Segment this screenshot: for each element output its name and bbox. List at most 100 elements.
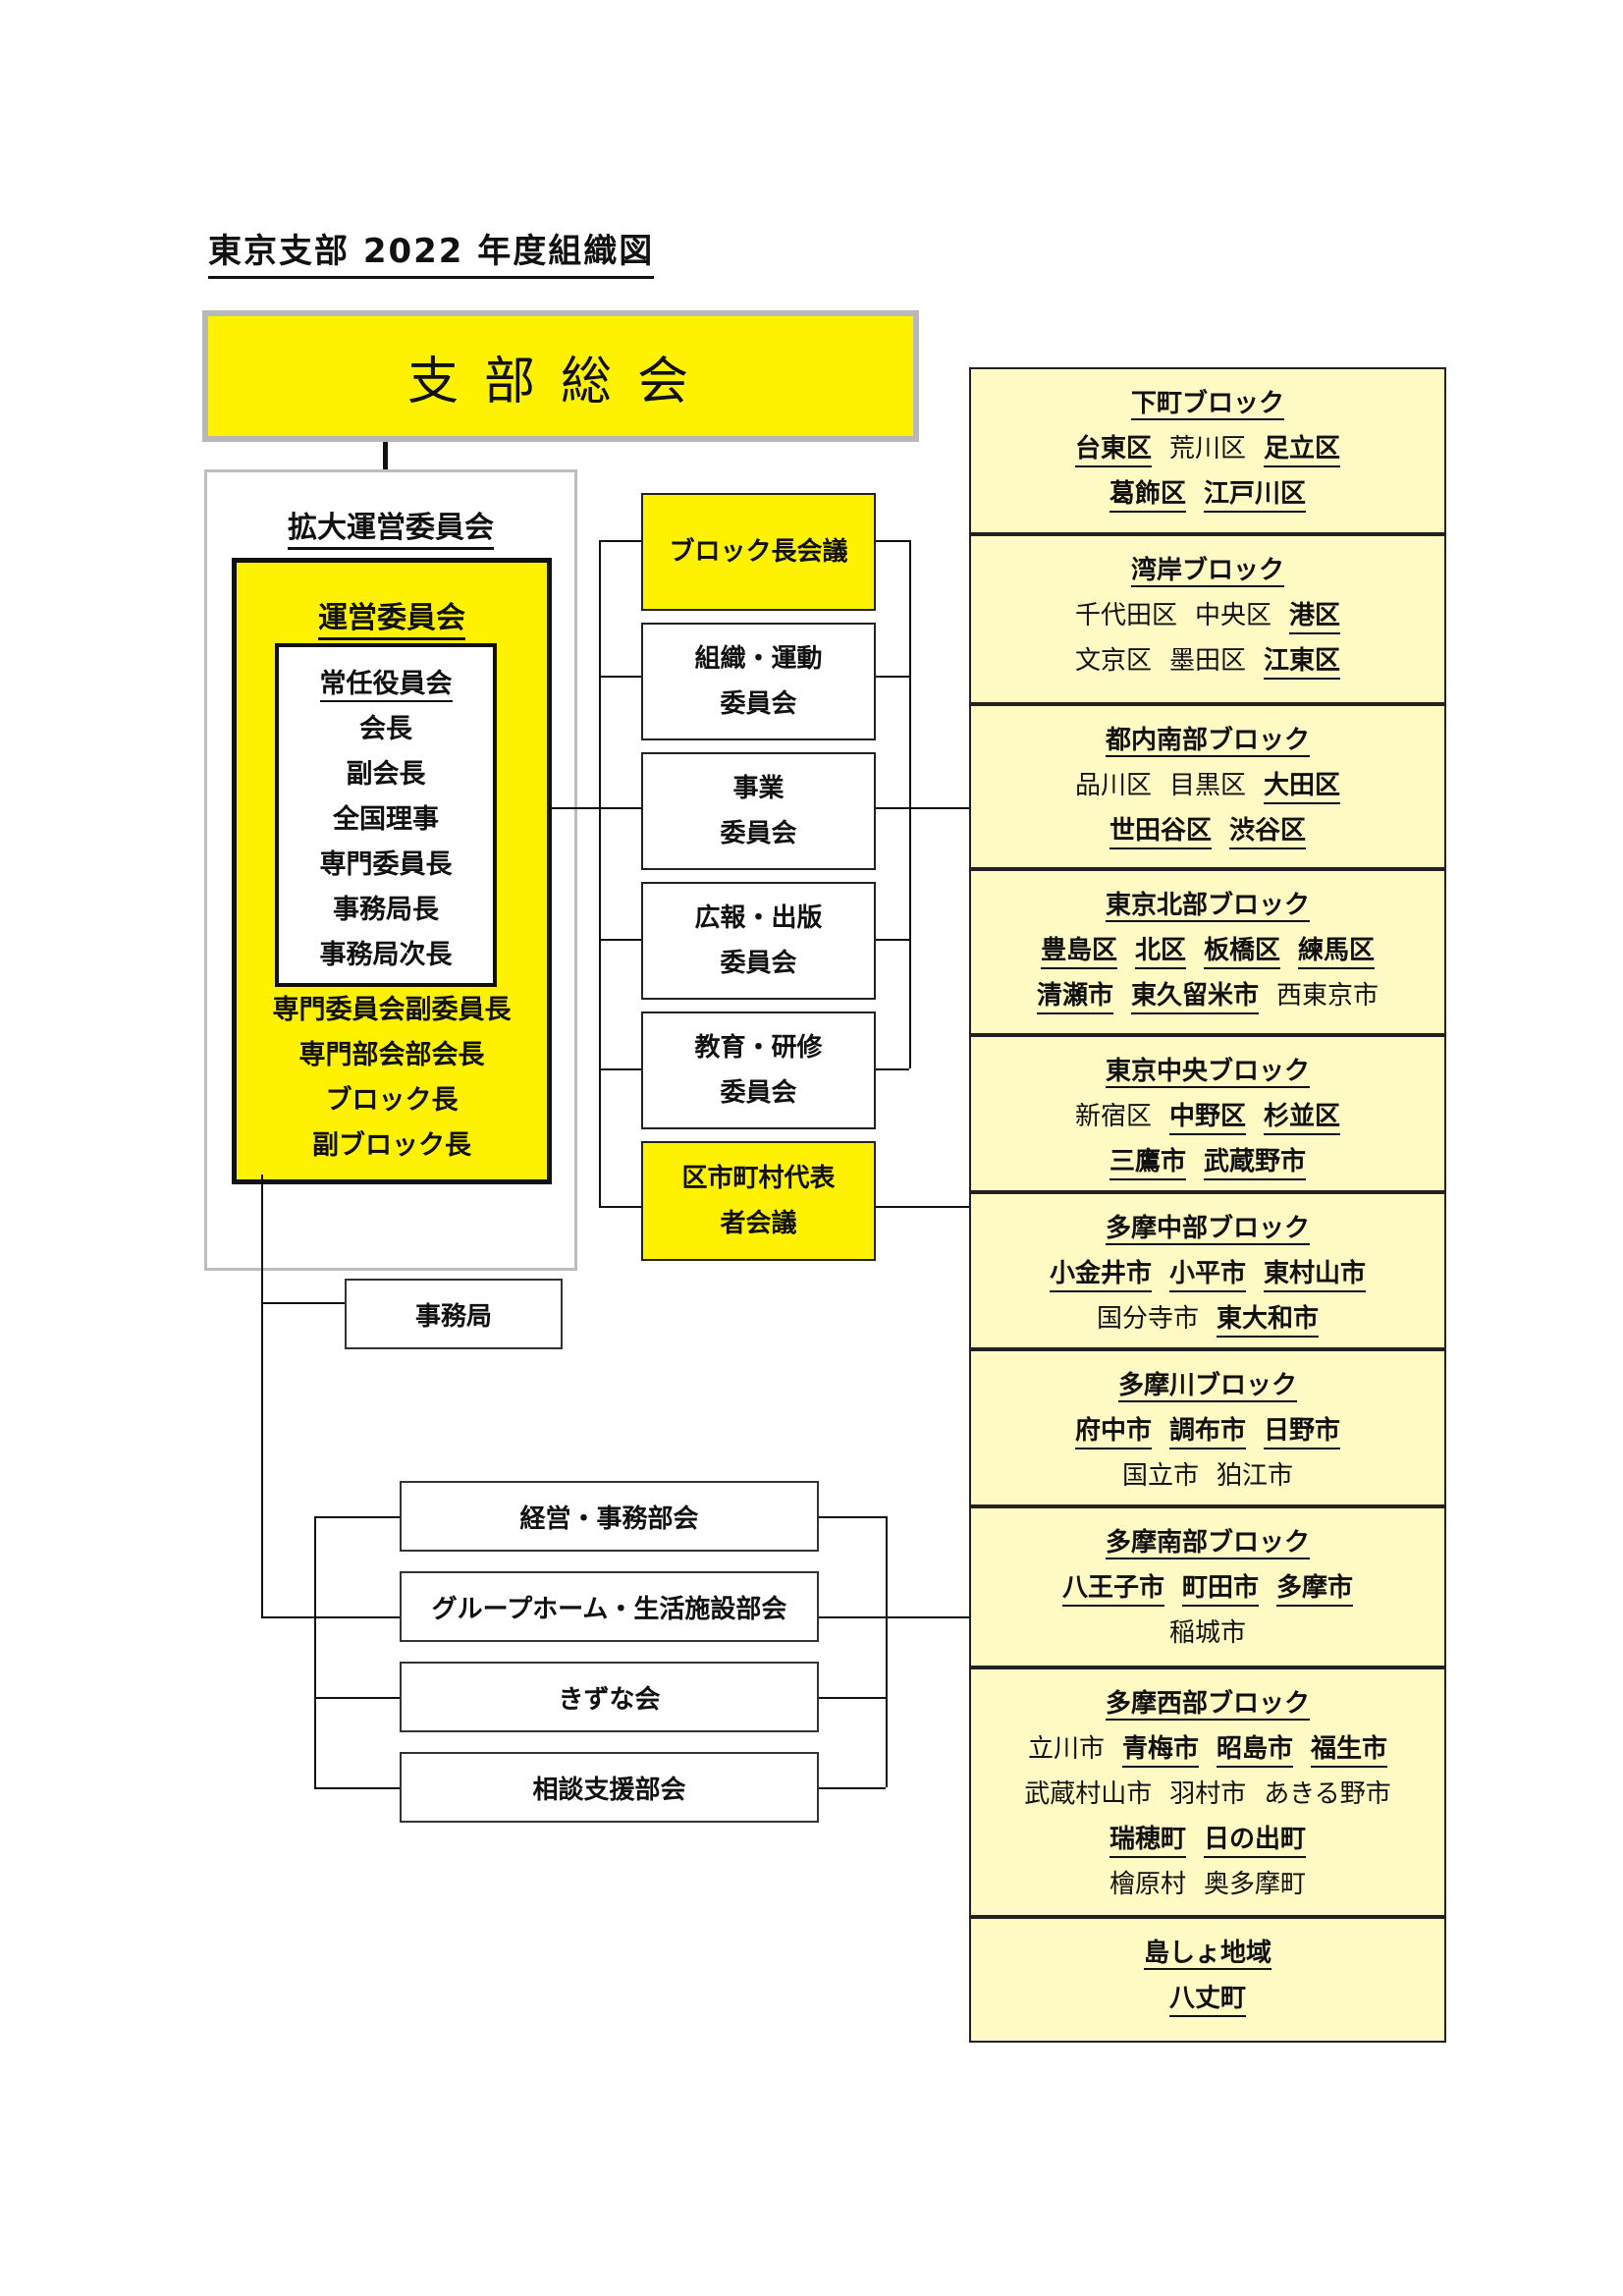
executive-member: 事務局長: [333, 895, 439, 925]
block-title: 下町ブロック: [1130, 389, 1284, 420]
municipality: 八王子市: [1061, 1571, 1164, 1607]
municipality: 多摩市: [1276, 1571, 1354, 1607]
municipality: 文京区: [1074, 646, 1152, 676]
connector-line: [261, 1302, 345, 1304]
municipality: 羽村市: [1169, 1779, 1247, 1809]
block-title: 湾岸ブロック: [1130, 556, 1284, 587]
connector-line: [552, 807, 599, 809]
committee-label: 委員会: [720, 949, 797, 978]
block-box: 島しょ地域八丈町: [969, 1917, 1446, 2043]
municipality: 三鷹市: [1109, 1145, 1186, 1180]
block-title: 東京中央ブロック: [1105, 1057, 1310, 1088]
role-item: 専門部会部会長: [298, 1040, 485, 1070]
municipality: 国分寺市: [1096, 1304, 1199, 1334]
block-box: 東京中央ブロック新宿区中野区杉並区三鷹市武蔵野市: [969, 1035, 1446, 1192]
municipality: あきる野市: [1264, 1779, 1391, 1809]
executive-member: 専門委員長: [319, 849, 453, 880]
connector-line: [599, 676, 641, 678]
municipality: 檜原村: [1109, 1870, 1186, 1899]
municipality: 東村山市: [1264, 1257, 1367, 1292]
block-member-row: 台東区荒川区足立区: [971, 426, 1444, 471]
department-box: 経営・事務部会: [400, 1481, 819, 1552]
block-box: 多摩川ブロック府中市調布市日野市国立市狛江市: [969, 1349, 1446, 1506]
committee-box: 教育・研修 委員会: [641, 1011, 876, 1129]
municipality: 練馬区: [1298, 934, 1376, 969]
connector-line: [876, 1206, 969, 1208]
connector-line: [599, 1068, 641, 1070]
connector-line: [599, 807, 641, 809]
municipality: 狛江市: [1217, 1461, 1294, 1491]
municipality: 北区: [1134, 934, 1186, 969]
committee-label: 委員会: [720, 1078, 797, 1108]
committee-label: 区市町村代表: [681, 1164, 836, 1193]
committee-box: 組織・運動 委員会: [641, 623, 876, 740]
municipality: 新宿区: [1074, 1102, 1152, 1131]
block-title: 島しょ地域: [1143, 1939, 1271, 1970]
general-connector: [383, 442, 388, 469]
connector-line: [876, 540, 909, 542]
block-member-row: 国分寺市東大和市: [971, 1296, 1444, 1341]
block-member-row: 八丈町: [971, 1976, 1444, 2021]
executive-member: 副会長: [346, 759, 426, 790]
executive-board-title: 常任役員会: [275, 662, 497, 702]
municipality: 渋谷区: [1229, 814, 1307, 849]
connector-line: [261, 1175, 263, 1616]
block-box: 下町ブロック台東区荒川区足立区葛飾区江戸川区: [969, 367, 1446, 534]
connector-line: [909, 540, 911, 1068]
block-member-row: 武蔵村山市羽村市あきる野市: [971, 1772, 1444, 1817]
connector-line: [599, 540, 641, 542]
municipality: 日の出町: [1204, 1823, 1307, 1858]
block-member-row: 檜原村奥多摩町: [971, 1862, 1444, 1907]
municipality: 台東区: [1074, 432, 1152, 467]
office-box: 事務局: [345, 1279, 563, 1349]
committee-box: ブロック長会議: [641, 493, 876, 611]
connector-line: [599, 1206, 641, 1208]
general-meeting-box: 支部総会: [202, 310, 919, 442]
block-box: 多摩中部ブロック小金井市小平市東村山市国分寺市東大和市: [969, 1192, 1446, 1349]
block-member-row: 立川市青梅市昭島市福生市: [971, 1726, 1444, 1772]
executive-member: 会長: [359, 714, 412, 744]
role-item: 副ブロック長: [312, 1130, 471, 1161]
connector-line: [314, 1516, 316, 1787]
block-member-row: 葛飾区江戸川区: [971, 471, 1444, 517]
block-member-row: 品川区目黒区大田区: [971, 763, 1444, 808]
municipality: 千代田区: [1074, 601, 1177, 630]
block-title: 多摩川ブロック: [1117, 1371, 1297, 1402]
committee-label: ブロック長会議: [669, 537, 848, 567]
municipality: 稲城市: [1168, 1618, 1246, 1648]
committee-label: 委員会: [720, 689, 797, 719]
executive-member: 事務局次長: [319, 940, 453, 970]
management-committee-title: 運営委員会: [232, 593, 552, 640]
committee-box: 広報・出版 委員会: [641, 882, 876, 1000]
municipality: 瑞穂町: [1109, 1823, 1186, 1858]
municipality: 目黒区: [1168, 771, 1246, 800]
connector-line: [876, 807, 969, 809]
block-title: 多摩中部ブロック: [1105, 1214, 1310, 1245]
municipality: 調布市: [1168, 1414, 1246, 1449]
block-member-row: 新宿区中野区杉並区: [971, 1094, 1444, 1139]
municipality: 墨田区: [1168, 646, 1246, 676]
block-member-row: 千代田区中央区港区: [971, 593, 1444, 638]
block-member-row: 清瀬市東久留米市西東京市: [971, 973, 1444, 1018]
block-title: 東京北部ブロック: [1105, 891, 1310, 922]
municipality: 葛飾区: [1109, 477, 1186, 513]
connector-line: [819, 1787, 886, 1789]
municipality: 青梅市: [1121, 1732, 1199, 1768]
municipality: 国立市: [1121, 1461, 1199, 1491]
department-box: グループホーム・生活施設部会: [400, 1571, 819, 1642]
municipality: 品川区: [1074, 771, 1152, 800]
block-title: 多摩南部ブロック: [1105, 1528, 1310, 1559]
block-member-row: 府中市調布市日野市: [971, 1408, 1444, 1453]
municipality: 奥多摩町: [1204, 1870, 1307, 1899]
connector-line: [819, 1697, 886, 1699]
municipality: 江東区: [1264, 644, 1341, 680]
block-member-row: 八王子市町田市多摩市: [971, 1565, 1444, 1611]
executive-member: 全国理事: [333, 804, 439, 835]
committee-box: 区市町村代表 者会議: [641, 1141, 876, 1261]
municipality: 武蔵村山市: [1024, 1779, 1153, 1809]
block-member-row: 国立市狛江市: [971, 1453, 1444, 1499]
connector-line: [314, 1516, 400, 1518]
municipality: 小平市: [1168, 1257, 1246, 1292]
municipality: 町田市: [1181, 1571, 1259, 1607]
municipality: 港区: [1289, 599, 1341, 634]
